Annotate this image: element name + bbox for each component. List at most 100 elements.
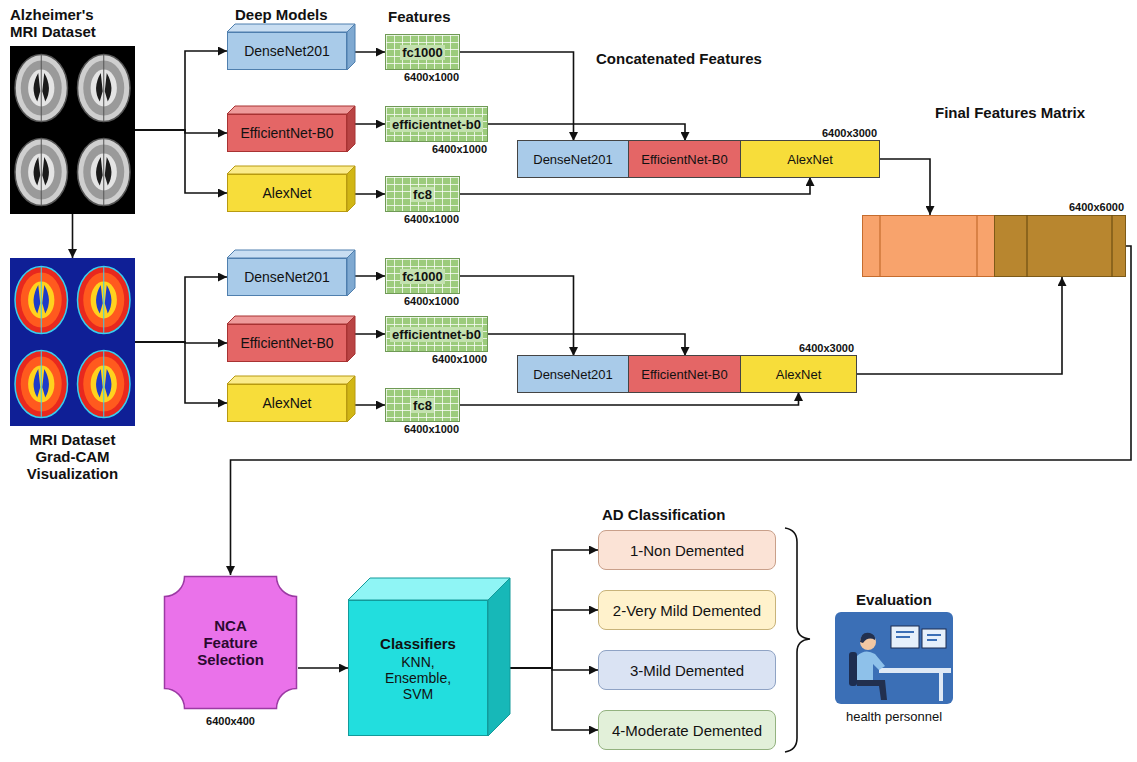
model-box: DenseNet201 bbox=[227, 258, 347, 296]
evaluation-figure: Evaluationhealth personnel bbox=[835, 612, 953, 704]
concat-bar: DenseNet201EfficientNet-B0AlexNet6400x30… bbox=[517, 140, 880, 178]
dimension-label: 6400x1000 bbox=[404, 423, 459, 435]
person-hair bbox=[860, 633, 875, 643]
brain-fissure bbox=[103, 138, 104, 205]
concat-bar: DenseNet201EfficientNet-B0AlexNet6400x30… bbox=[517, 355, 857, 393]
arrow-connector bbox=[488, 334, 685, 356]
class-box: 3-Mild Demented bbox=[598, 650, 776, 690]
cube-side bbox=[347, 24, 355, 70]
node-heading: Evaluation bbox=[856, 591, 932, 608]
node-text: Classifiers bbox=[380, 635, 456, 652]
dimension-label: 6400x1000 bbox=[432, 143, 487, 155]
section-heading: Features bbox=[388, 8, 451, 25]
concat-segment: DenseNet201 bbox=[518, 141, 629, 177]
brain-fissure bbox=[41, 350, 42, 417]
node-text: AlexNet bbox=[776, 367, 822, 382]
curly-brace bbox=[785, 528, 810, 752]
brain-outline bbox=[15, 54, 68, 121]
brain-fissure bbox=[41, 138, 42, 205]
arrow-connector bbox=[880, 159, 930, 215]
model-box: AlexNet bbox=[227, 174, 347, 212]
feature-grid: fc10006400x1000 bbox=[385, 34, 460, 70]
brain-outline bbox=[15, 138, 68, 205]
dimension-label: 6400x3000 bbox=[822, 127, 877, 139]
chair bbox=[849, 652, 857, 686]
brain-outline bbox=[78, 54, 131, 121]
text-group: 3-Mild Demented bbox=[630, 662, 744, 679]
dimension-label: 6400x1000 bbox=[404, 213, 459, 225]
dimension-label: 6400x400 bbox=[206, 715, 255, 727]
brain-fissure bbox=[103, 54, 104, 121]
text-group: fc1000 bbox=[400, 269, 444, 284]
brain-fissure bbox=[103, 266, 104, 333]
dimension-label: 6400x3000 bbox=[799, 342, 854, 354]
feature-grid: fc10006400x1000 bbox=[385, 258, 460, 294]
text-group: NCA Feature Selection bbox=[194, 617, 268, 668]
matrix-half bbox=[995, 216, 1126, 277]
feature-grid: efficientnet-b06400x1000 bbox=[385, 106, 488, 142]
node-heading: MRI Dataset Grad-CAM Visualization bbox=[17, 431, 129, 482]
matrix-division bbox=[1026, 215, 1027, 277]
feature-grid: efficientnet-b06400x1000 bbox=[385, 316, 488, 352]
node-graphic bbox=[862, 215, 1126, 277]
cube-side bbox=[347, 376, 355, 422]
class-box: 4-Moderate Demented bbox=[598, 710, 776, 750]
arrow-connector bbox=[460, 177, 810, 194]
text-group: 1-Non Demented bbox=[630, 542, 744, 559]
person-body bbox=[857, 651, 885, 682]
brain-outline bbox=[78, 138, 131, 205]
gradcam-image: MRI Dataset Grad-CAM Visualization bbox=[10, 258, 135, 426]
figure-ground bbox=[835, 612, 953, 704]
node-graphic bbox=[10, 258, 135, 426]
mri-image: Alzheimer's MRI Dataset bbox=[10, 46, 135, 214]
node-text: efficientnet-b0 bbox=[390, 117, 483, 132]
matrix-half bbox=[863, 216, 995, 277]
text-group: 4-Moderate Demented bbox=[612, 722, 762, 739]
node-text: KNN, Ensemble, SVM bbox=[377, 654, 459, 702]
dimension-label: 6400x6000 bbox=[1069, 201, 1124, 213]
node-text: fc1000 bbox=[400, 269, 444, 284]
image-ground bbox=[10, 258, 135, 426]
cube-top bbox=[227, 166, 355, 174]
node-text: NCA Feature Selection bbox=[194, 617, 268, 668]
text-group: ClassifiersKNN, Ensemble, SVM bbox=[377, 635, 459, 702]
arrow-connector bbox=[488, 124, 685, 141]
text-group: AlexNet bbox=[776, 367, 822, 382]
selection-outline bbox=[165, 577, 297, 709]
cube-top bbox=[227, 106, 355, 114]
dimension-label: 6400x1000 bbox=[432, 353, 487, 365]
arrow-connector bbox=[857, 277, 1062, 374]
class-box: 2-Very Mild Demented bbox=[598, 590, 776, 630]
text-group: DenseNet201 bbox=[533, 367, 613, 382]
brain-slices bbox=[15, 54, 130, 205]
matrix-division bbox=[879, 215, 880, 277]
node-text: fc8 bbox=[411, 398, 434, 413]
dimension-label: 6400x1000 bbox=[404, 71, 459, 83]
node-text: 3-Mild Demented bbox=[630, 662, 744, 679]
text-group: efficientnet-b0 bbox=[390, 327, 483, 342]
node-graphic bbox=[10, 46, 135, 214]
brain-fissure bbox=[41, 54, 42, 121]
arrow-connector bbox=[135, 277, 227, 342]
matrix-division bbox=[1111, 215, 1112, 277]
cube-side bbox=[488, 578, 510, 736]
brain-fissure bbox=[103, 350, 104, 417]
section-heading: Concatenated Features bbox=[596, 50, 762, 67]
arrow-connector bbox=[135, 51, 227, 130]
node-text: DenseNet201 bbox=[244, 269, 330, 285]
cube-side bbox=[347, 316, 355, 362]
node-text: fc1000 bbox=[400, 45, 444, 60]
cube-top bbox=[348, 578, 510, 600]
brain-fissure bbox=[41, 266, 42, 333]
matrix-division bbox=[976, 215, 977, 277]
model-box: AlexNet bbox=[227, 384, 347, 422]
text-group: AlexNet bbox=[262, 185, 311, 201]
text-group: DenseNet201 bbox=[533, 152, 613, 167]
concat-segment: DenseNet201 bbox=[518, 356, 629, 392]
text-group: EfficientNet-B0 bbox=[641, 367, 727, 382]
arrow-connector bbox=[460, 392, 799, 405]
feature-grid: fc86400x1000 bbox=[385, 388, 460, 422]
node-text: EfficientNet-B0 bbox=[240, 335, 333, 351]
node-text: AlexNet bbox=[262, 185, 311, 201]
